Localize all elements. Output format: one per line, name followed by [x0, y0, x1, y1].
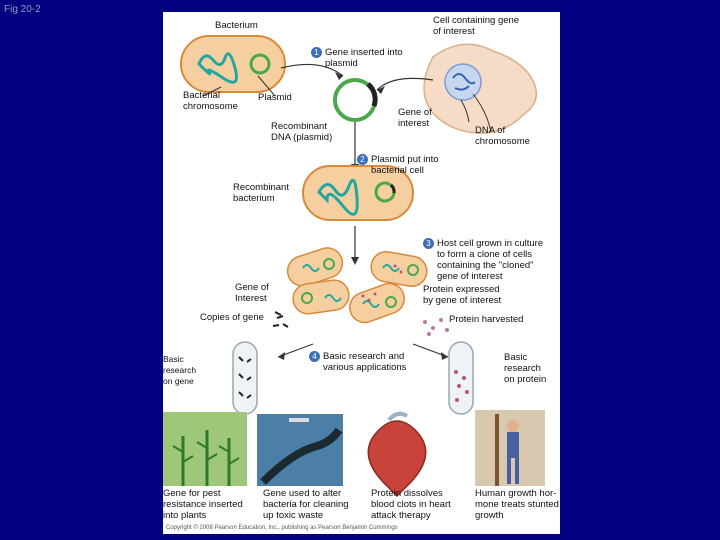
toxic-waste-label: Gene used to alter bacteria for cleaning…: [263, 488, 349, 521]
gene-copies-illustration: [272, 311, 289, 328]
step4-text: Basic research and various applications: [323, 351, 407, 373]
recombinant-plasmid-illustration: [333, 78, 378, 122]
step3-text: Host cell grown in culture to form a clo…: [437, 238, 544, 282]
copies-of-gene-label: Copies of gene: [200, 312, 264, 323]
step-1-badge: 1: [311, 47, 322, 58]
basic-research-gene-label: Basic research on gene: [163, 354, 197, 386]
figure-label: Fig 20-2: [4, 4, 41, 15]
protein-harvested-label: Protein harvested: [449, 314, 524, 325]
bacterial-clone-illustration: [286, 247, 428, 324]
recombinant-bacterium-label: Recombinant bacterium: [233, 182, 289, 204]
bacterium-illustration: [180, 35, 286, 93]
step-2-badge: 2: [357, 154, 368, 165]
step2-text: Plasmid put into bacterial cell: [371, 154, 439, 176]
step-4-badge: 4: [309, 351, 320, 362]
pest-resistance-label: Gene for pest resistance inserted into p…: [163, 488, 243, 521]
heart-illustration: [367, 411, 427, 498]
protein-harvested-illustration: [423, 318, 449, 336]
diagram-panel: Bacterium Cell containing gene of intere…: [163, 12, 560, 534]
bacterial-chromosome-label: Bacterial chromosome: [183, 90, 238, 112]
test-tube-protein-illustration: [448, 341, 474, 415]
bacterium-label: Bacterium: [215, 20, 258, 31]
ocean-cleanup-illustration: [257, 414, 343, 486]
gene-of-interest-2-label: Gene of Interest: [235, 282, 269, 304]
corn-plants-illustration: [163, 412, 247, 486]
blood-clots-label: Protein dissolves blood clots in heart a…: [371, 488, 451, 521]
test-tube-gene-illustration: [232, 341, 258, 415]
recombinant-bacterium-illustration: [302, 165, 414, 221]
diagram-illustration: [163, 35, 545, 498]
step1-text: Gene inserted into plasmid: [325, 47, 403, 69]
dna-of-chromosome-label: DNA of chromosome: [475, 125, 530, 147]
step-3-badge: 3: [423, 238, 434, 249]
growth-hormone-illustration: [475, 410, 545, 486]
basic-research-protein-label: Basic research on protein: [504, 352, 547, 385]
eukaryotic-cell-illustration: [423, 43, 538, 134]
recombinant-dna-label: Recombinant DNA (plasmid): [271, 121, 333, 143]
copyright-text: Copyright © 2008 Pearson Education, Inc.…: [166, 525, 398, 531]
cell-gene-label: Cell containing gene of interest: [433, 15, 520, 37]
growth-hormone-label: Human growth hor- mone treats stunted gr…: [475, 488, 559, 521]
gene-of-interest-label: Gene of interest: [398, 107, 432, 129]
protein-expressed-label: Protein expressed by gene of interest: [423, 284, 502, 306]
plasmid-label: Plasmid: [258, 92, 292, 103]
